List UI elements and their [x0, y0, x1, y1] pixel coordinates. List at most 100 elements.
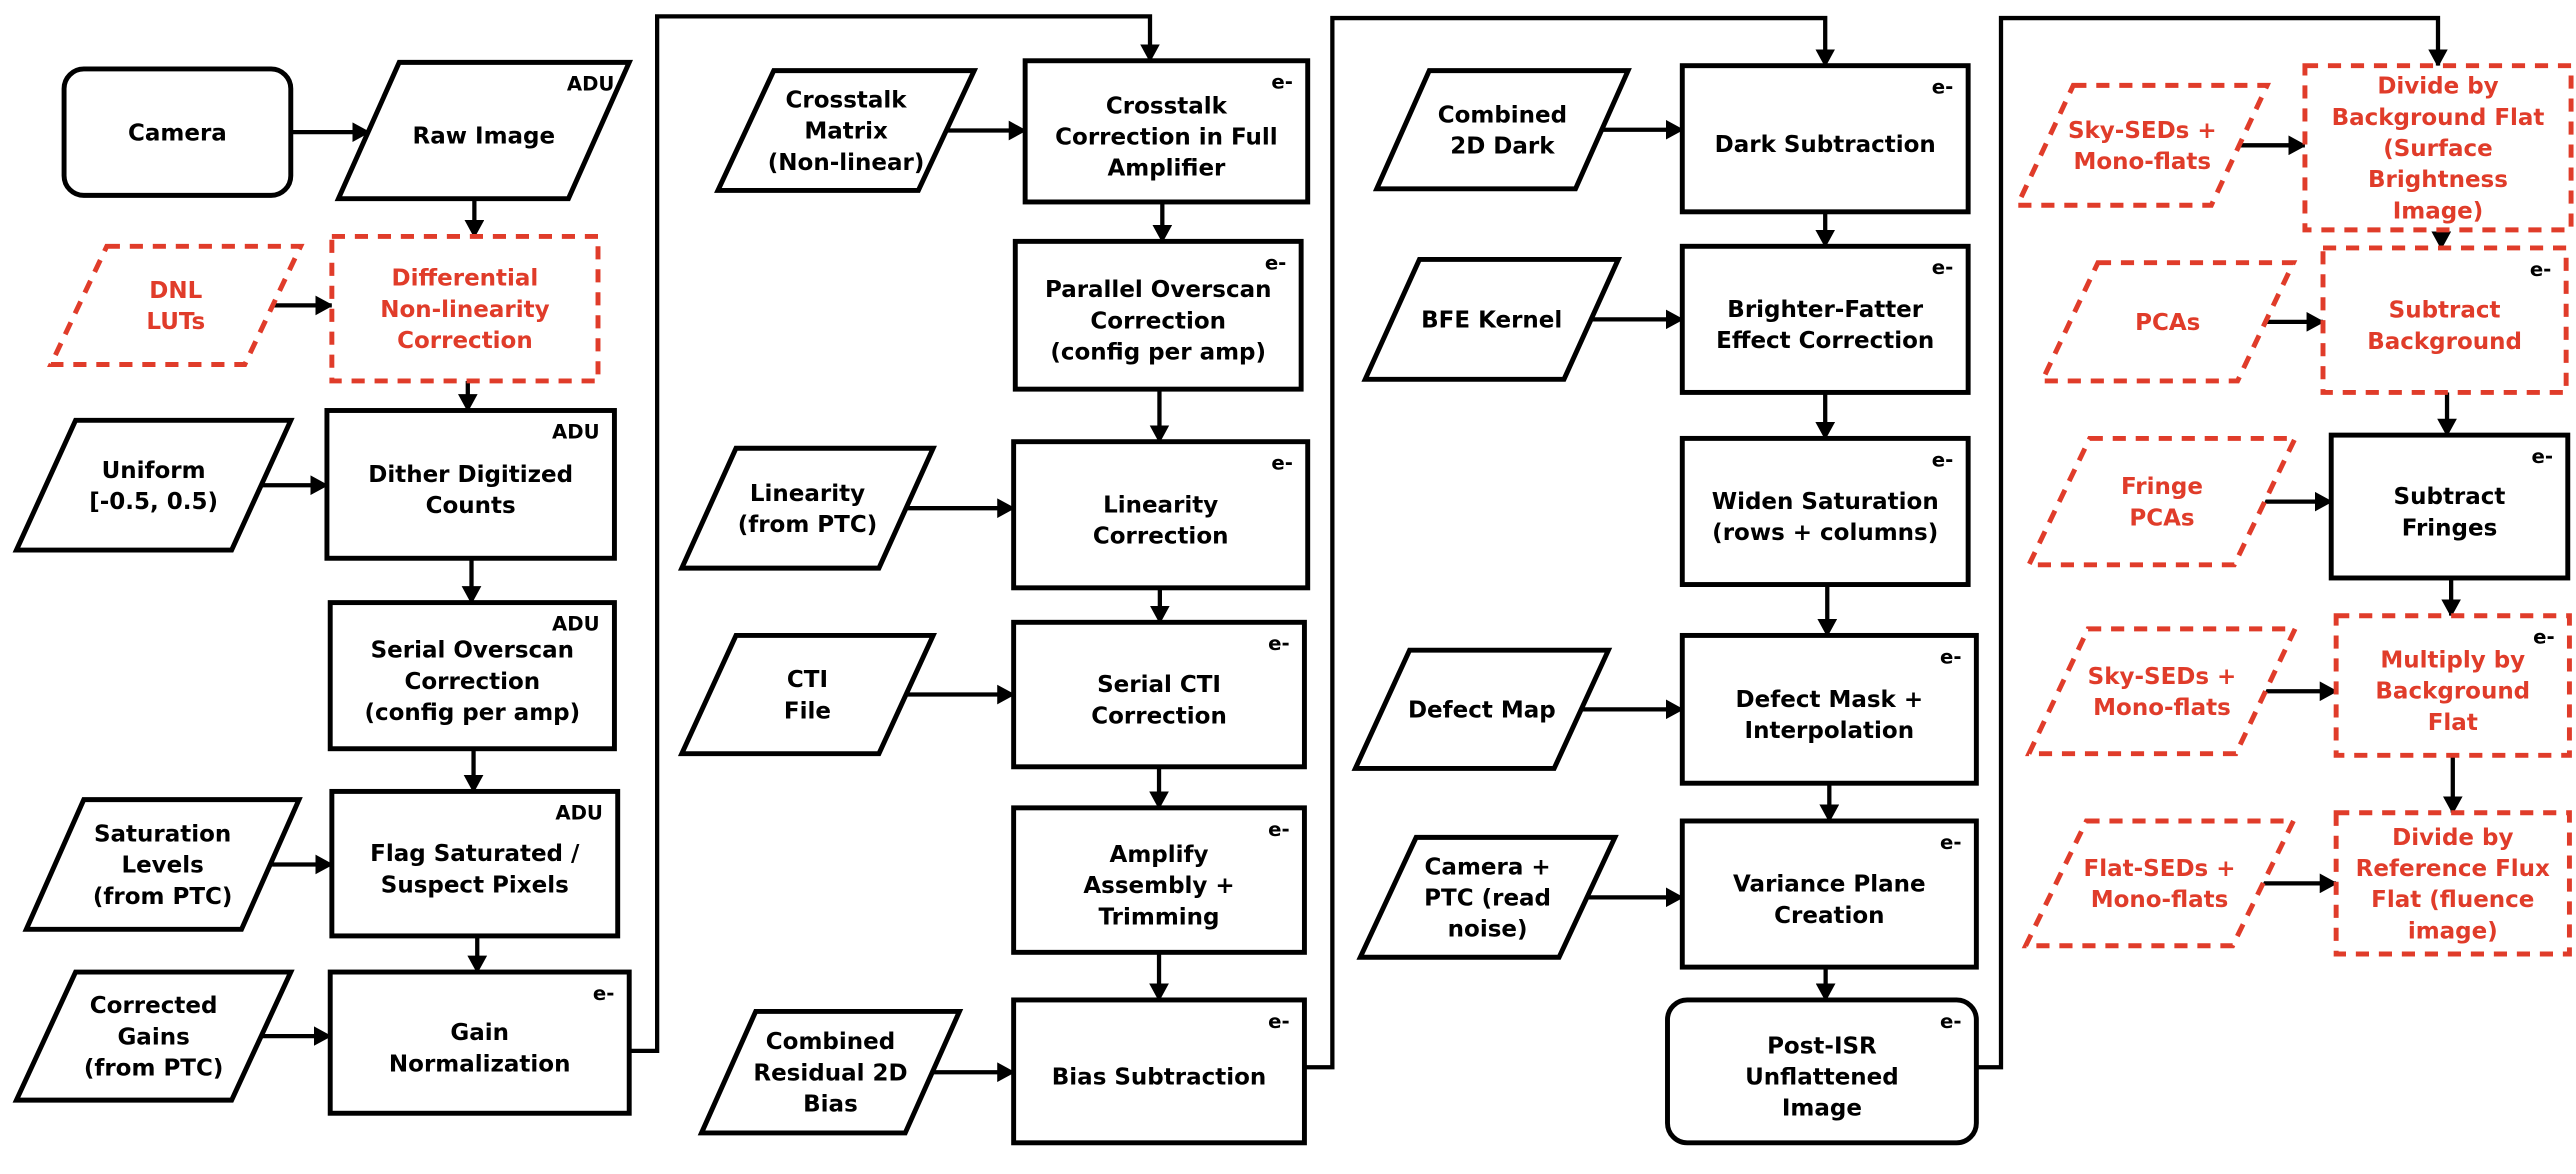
node-defect-map: Defect Map	[1351, 647, 1613, 771]
node-label-line: image)	[2408, 918, 2498, 944]
node-label-line: Trimming	[1099, 904, 1220, 930]
node-defect-mask: Defect Mask +Interpolation e-	[1679, 632, 1979, 786]
node-label: Defect Map	[1408, 698, 1556, 724]
node-label-line: Linearity	[1103, 492, 1218, 518]
node-label-line: (config per amp)	[1050, 340, 1266, 366]
node-label-line: PCAs	[2135, 310, 2200, 336]
node-label-line: [-0.5, 0.5)	[89, 489, 218, 515]
node-label-line: Flat-SEDs +	[2084, 856, 2236, 882]
input-parallelogram	[714, 68, 979, 193]
node-label-line: PCAs	[2129, 505, 2194, 531]
node-label: Uniform[-0.5, 0.5)	[89, 458, 218, 515]
unit-badge: e-	[1932, 76, 1954, 99]
unit-badge: e-	[2531, 445, 2553, 468]
node-label-line: Dither Digitized	[368, 462, 573, 488]
unit-badge: e-	[1940, 831, 1962, 854]
process-box	[1012, 238, 1304, 392]
input-parallelogram	[697, 1008, 964, 1136]
node-label-line: Effect Correction	[1716, 328, 1934, 354]
node-camera: Camera	[61, 66, 294, 198]
input-parallelogram	[22, 797, 303, 932]
node-label-line: Flat (fluence	[2371, 887, 2534, 913]
unit-badge: e-	[1940, 645, 1962, 668]
node-label-line: Correction	[1093, 523, 1229, 549]
unit-badge: e-	[1271, 71, 1293, 94]
node-label: Raw Image	[413, 124, 556, 150]
node-label-line: (from PTC)	[84, 1055, 224, 1081]
node-label-line: (from PTC)	[738, 512, 878, 538]
process-box	[1022, 58, 1311, 205]
node-label-line: Interpolation	[1745, 718, 1915, 744]
node-label-line: Fringe	[2121, 474, 2203, 500]
arrow-gain-normalization-to-crosstalk-correction	[629, 14, 1160, 1053]
node-label-line: (config per amp)	[365, 700, 581, 726]
node-sky-seds-1: Sky-SEDs +Mono-flats	[2013, 82, 2272, 208]
process-box	[2328, 432, 2571, 581]
node-label: Linearity(from PTC)	[738, 481, 878, 538]
node-label-line: Background	[2367, 329, 2522, 355]
input-parallelogram	[2025, 626, 2299, 757]
node-label: BFE Kernel	[1421, 308, 1562, 334]
unit-badge: ADU	[567, 72, 615, 95]
node-label-line: DNL	[149, 278, 202, 304]
node-label-line: Variance Plane	[1733, 872, 1926, 898]
node-label-line: Image	[1782, 1096, 1862, 1122]
node-label-line: Bias	[803, 1092, 858, 1118]
node-label-line: (from PTC)	[93, 884, 233, 910]
node-label-line: noise)	[1448, 917, 1528, 943]
node-label-line: Raw Image	[413, 124, 556, 150]
node-label-line: Normalization	[389, 1051, 571, 1077]
node-label-line: Gains	[117, 1024, 189, 1050]
node-label-line: Parallel Overscan	[1045, 277, 1271, 303]
input-parallelogram	[2013, 82, 2272, 208]
connector-layer	[261, 14, 2463, 1083]
node-label-line: 2D Dark	[1450, 134, 1555, 160]
unit-badge: e-	[1932, 256, 1954, 279]
node-label-line: (Non-linear)	[768, 150, 925, 176]
node-label-line: Correction	[1090, 308, 1226, 334]
node-label: DNL LUTs	[146, 278, 205, 335]
node-label: Sky-SEDs +Mono-flats	[2088, 664, 2237, 721]
node-label-line: Levels	[121, 853, 203, 879]
node-label-line: Dark Subtraction	[1715, 132, 1936, 158]
terminal-rounded-box	[61, 66, 294, 198]
node-label-line: LUTs	[146, 309, 205, 335]
node-label-line: Corrected	[90, 993, 218, 1019]
input-parallelogram	[2021, 818, 2298, 949]
process-box	[2333, 613, 2572, 758]
node-label: Defect Mask +Interpolation	[1736, 687, 1924, 744]
node-dnl-luts: DNL LUTs	[47, 243, 305, 367]
node-linearity: Linearity(from PTC)	[677, 445, 937, 571]
node-label-line: (Surface	[2383, 136, 2493, 162]
node-label-line: Flat	[2428, 710, 2478, 736]
unit-badge: e-	[1268, 818, 1290, 841]
terminal-rounded-box	[1665, 997, 1979, 1146]
input-parallelogram	[2038, 260, 2298, 384]
node-label-line: Subtract	[2394, 484, 2506, 510]
node-label-line: Counts	[426, 493, 516, 519]
